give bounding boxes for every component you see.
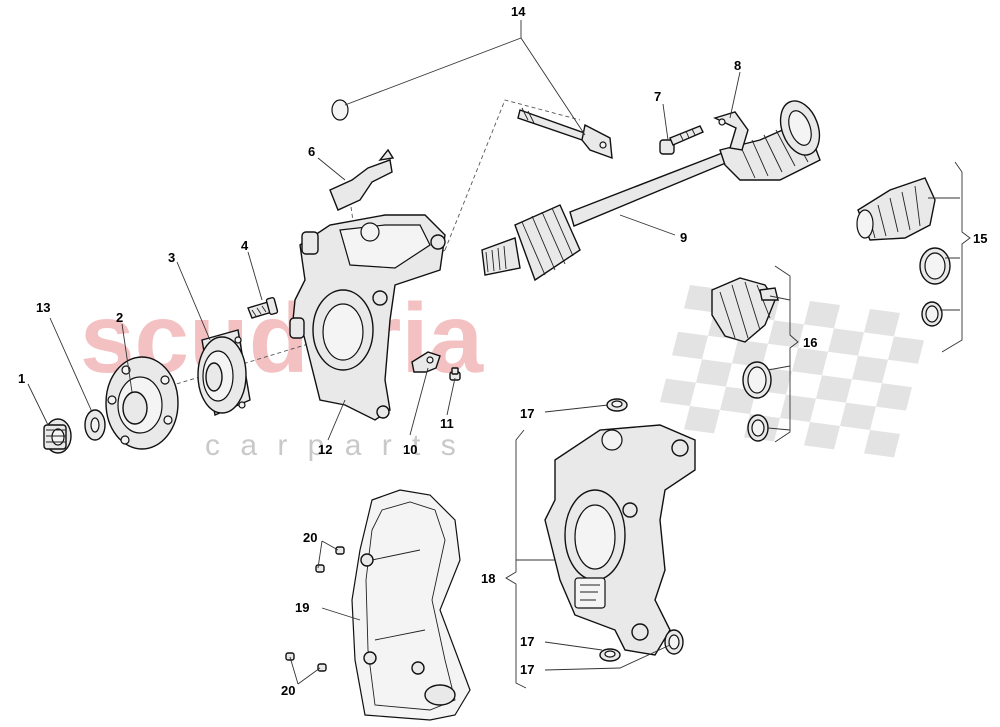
part-10-clip	[411, 351, 441, 373]
callout-17-bottom: 17	[520, 662, 534, 677]
callout-3: 3	[168, 250, 175, 265]
part-19-heat-shield	[351, 489, 471, 721]
checker-square	[888, 336, 924, 364]
checker-square	[840, 402, 876, 430]
checker-square	[804, 422, 840, 450]
callout-labels: 1 2 3 4 6 7 8 9 10 11 12 13 14 15 16 17 …	[18, 4, 987, 698]
part-17-bushing-ring	[664, 629, 684, 655]
checker-square	[672, 331, 708, 360]
checker-square	[792, 347, 828, 376]
part-6-sensor-bracket	[329, 99, 395, 211]
checker-square	[852, 355, 888, 384]
watermark-subtitle-text: c a r p a r t s	[205, 429, 462, 462]
callout-9: 9	[680, 230, 687, 245]
callout-12: 12	[318, 442, 332, 457]
callout-18: 18	[481, 571, 495, 586]
part-15-cv-boot-kit-outer	[856, 177, 951, 327]
checker-square	[768, 320, 804, 348]
part-12-steering-knuckle	[289, 214, 446, 421]
callout-11: 11	[440, 416, 454, 431]
callout-6: 6	[308, 144, 315, 159]
part-4-bolt	[247, 296, 279, 319]
part-8-clamp	[713, 111, 749, 151]
callout-15: 15	[973, 231, 987, 246]
checker-square	[732, 339, 768, 368]
part-17-bushing-bottom	[599, 648, 621, 662]
checker-square	[864, 309, 900, 337]
part-1-hub-nut	[43, 418, 72, 454]
part-17-bushing-top	[606, 398, 628, 412]
part-9-drive-shaft	[481, 100, 821, 282]
checker-square	[828, 328, 864, 356]
callout-20-bottom: 20	[281, 683, 295, 698]
callout-16: 16	[803, 335, 817, 350]
callout-10: 10	[403, 442, 417, 457]
checker-square	[780, 394, 816, 422]
part-13-washer	[84, 409, 106, 441]
callout-17-top: 17	[520, 406, 534, 421]
part-18-knuckle-assembly	[544, 424, 696, 656]
callout-13: 13	[36, 300, 50, 315]
checker-square	[684, 406, 720, 434]
callout-1: 1	[18, 371, 25, 386]
checker-square	[876, 383, 912, 411]
callout-2: 2	[116, 310, 123, 325]
part-3-wheel-bearing	[197, 329, 251, 416]
callout-20-top: 20	[303, 530, 317, 545]
callout-14: 14	[511, 4, 526, 19]
checker-square	[864, 430, 900, 458]
callout-17-middle: 17	[520, 634, 534, 649]
callout-4: 4	[241, 238, 249, 253]
leader-lines	[27, 20, 971, 689]
checker-square	[804, 301, 840, 329]
part-14-tie-rod	[517, 107, 613, 160]
part-16-cv-boot-kit-inner	[711, 277, 779, 442]
part-2-wheel-hub	[105, 356, 179, 450]
callout-7: 7	[654, 89, 661, 104]
callout-19: 19	[295, 600, 309, 615]
checker-square	[816, 375, 852, 403]
part-20-screws-bottom	[285, 652, 327, 672]
part-7-bolt	[659, 125, 704, 155]
callout-8: 8	[734, 58, 741, 73]
checker-square	[684, 285, 720, 313]
checker-square	[696, 359, 732, 387]
checker-square	[660, 378, 696, 406]
watermark-checker-flag	[660, 285, 924, 458]
